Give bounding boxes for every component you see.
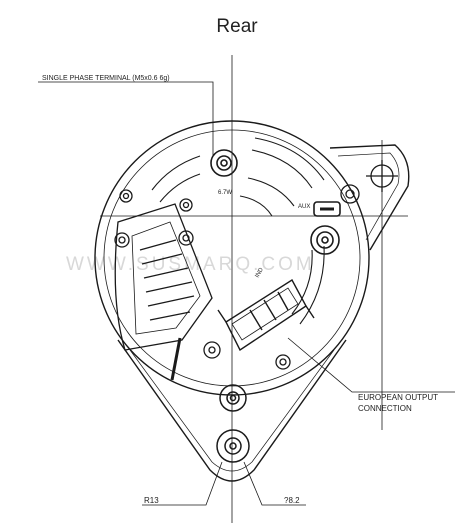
watermark-text: WWW.SUSMARQ.COM xyxy=(66,254,315,275)
rectifier-plate xyxy=(114,203,213,381)
pivot-bolts xyxy=(216,384,250,463)
alternator-housing xyxy=(94,120,410,482)
leader-lines xyxy=(38,81,455,506)
aux-label: AUX xyxy=(298,204,310,210)
adjustment-hole xyxy=(366,160,398,192)
aux-terminal xyxy=(310,201,341,255)
small-pin-label: 6.7W xyxy=(218,190,232,196)
r13-label: R13 xyxy=(144,496,159,505)
r82-label: ?8.2 xyxy=(284,496,300,505)
single-phase-terminal-label: SINGLE PHASE TERMINAL (M5x0.6 6g) xyxy=(42,75,170,82)
vent-slots xyxy=(151,137,325,325)
single-phase-terminal xyxy=(210,149,238,177)
european-output-label-line2: CONNECTION xyxy=(358,404,412,413)
european-output-label-line1: EUROPEAN OUTPUT xyxy=(358,393,438,402)
centre-lines xyxy=(100,55,408,523)
ind-label: IND xyxy=(255,266,266,279)
european-output-connector xyxy=(217,279,315,352)
mounting-bolts xyxy=(114,184,360,370)
diagram-title: Rear xyxy=(216,16,258,37)
